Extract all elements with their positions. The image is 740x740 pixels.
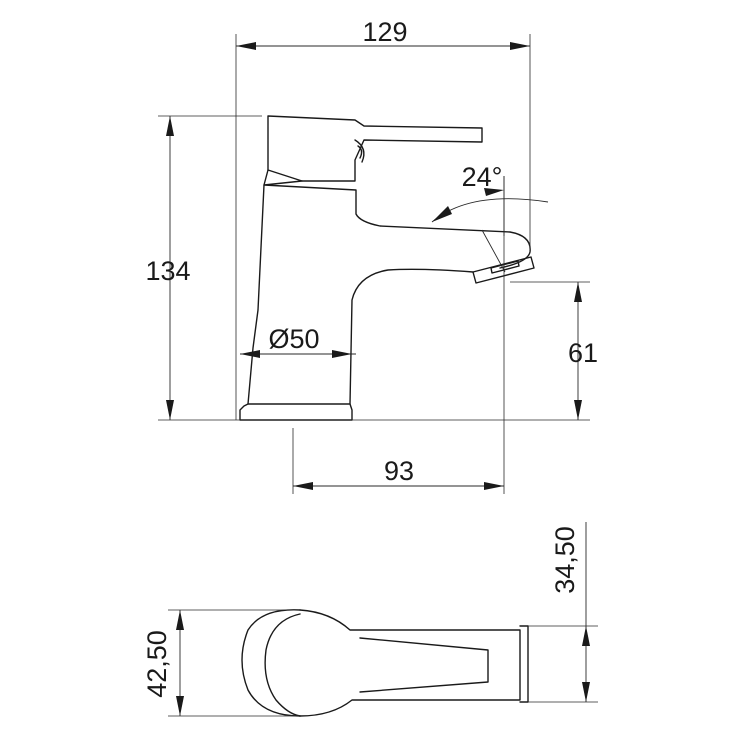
dimension-61: 61	[568, 282, 598, 420]
faucet-base	[239, 403, 353, 421]
lever-pivot	[354, 139, 365, 163]
spout-underside	[349, 268, 474, 405]
plan-body-outer	[241, 609, 301, 717]
aerator	[472, 256, 535, 284]
dimension-34-50: 34,50	[550, 522, 590, 702]
plan-view: 42,50 34,50	[142, 522, 598, 717]
dimension-angle: 24°	[431, 162, 549, 273]
plan-lever-inner	[359, 637, 489, 693]
plan-body-inner	[264, 613, 301, 717]
plan-lever	[299, 609, 521, 717]
dimension-label-129: 129	[362, 17, 407, 47]
side-view: 129 134 24° 61	[145, 17, 598, 494]
body-neck	[263, 169, 531, 269]
dimension-label-134: 134	[145, 256, 190, 286]
dimension-42-50: 42,50	[142, 610, 184, 716]
dimension-93: 93	[293, 456, 504, 490]
dimension-134: 134	[145, 116, 191, 420]
dimension-label-42-50: 42,50	[142, 630, 172, 698]
plan-lever-tip	[519, 625, 529, 703]
dimension-diameter-50: Ø50	[240, 324, 356, 358]
dimension-label-93: 93	[384, 456, 414, 486]
dimension-label-61: 61	[568, 338, 598, 368]
dimension-label-34-50: 34,50	[550, 526, 580, 594]
body-back	[247, 184, 265, 405]
dimension-label-diameter: Ø50	[268, 324, 319, 354]
dimension-label-angle: 24°	[462, 162, 503, 192]
lever-handle	[267, 115, 483, 182]
dimension-129: 129	[236, 17, 530, 50]
